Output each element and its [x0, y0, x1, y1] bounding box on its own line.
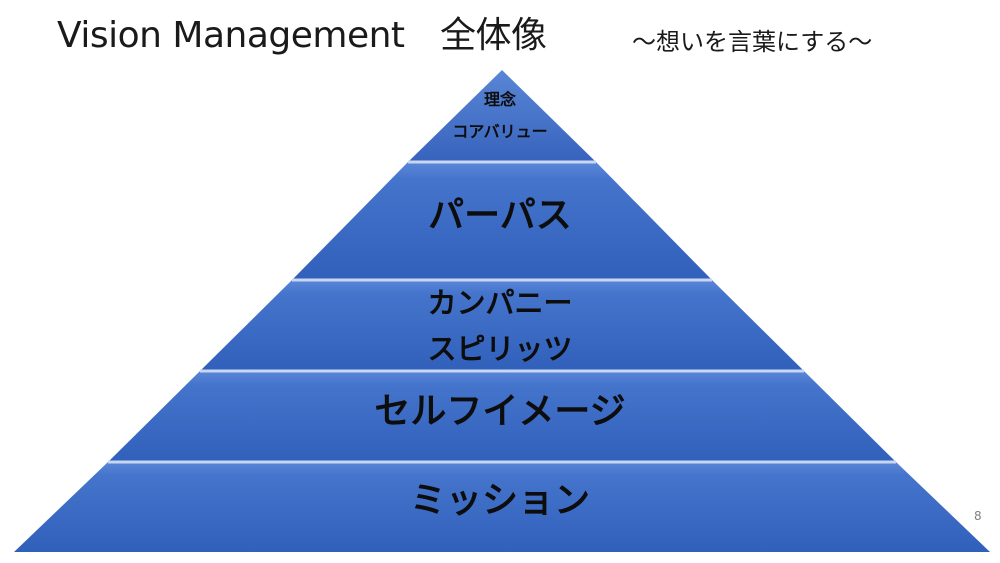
slide-subtitle: 〜想いを言葉にする〜: [632, 28, 873, 56]
layer-label-principle: 理念 コアバリュー: [0, 84, 1000, 148]
layer-label-line: スピリッツ: [427, 332, 573, 366]
layer-label-line: セルフイメージ: [374, 391, 626, 432]
layer-label-mission: ミッション: [0, 475, 1000, 527]
layer-label-purpose: パーパス: [0, 190, 1000, 242]
layer-label-line: コアバリュー: [452, 122, 548, 141]
pyramid-layer-self-image: [108, 371, 896, 462]
layer-label-line: パーパス: [428, 195, 572, 236]
layer-label-line: 理念: [483, 90, 516, 109]
page-number: 8: [974, 509, 982, 523]
slide-title: Vision Management 全体像: [57, 15, 547, 56]
pyramid-layer-spirit: [200, 280, 804, 371]
pyramid-layer-mission: [14, 462, 990, 552]
pyramid-layer-principle: [408, 70, 596, 162]
layer-label-self-image: セルフイメージ: [0, 386, 1000, 438]
layer-label-line: カンパニー: [427, 286, 573, 320]
pyramid-layer-purpose: [292, 162, 712, 280]
layer-label-line: ミッション: [409, 480, 590, 521]
layer-label-spirit: カンパニー スピリッツ: [0, 280, 1000, 372]
